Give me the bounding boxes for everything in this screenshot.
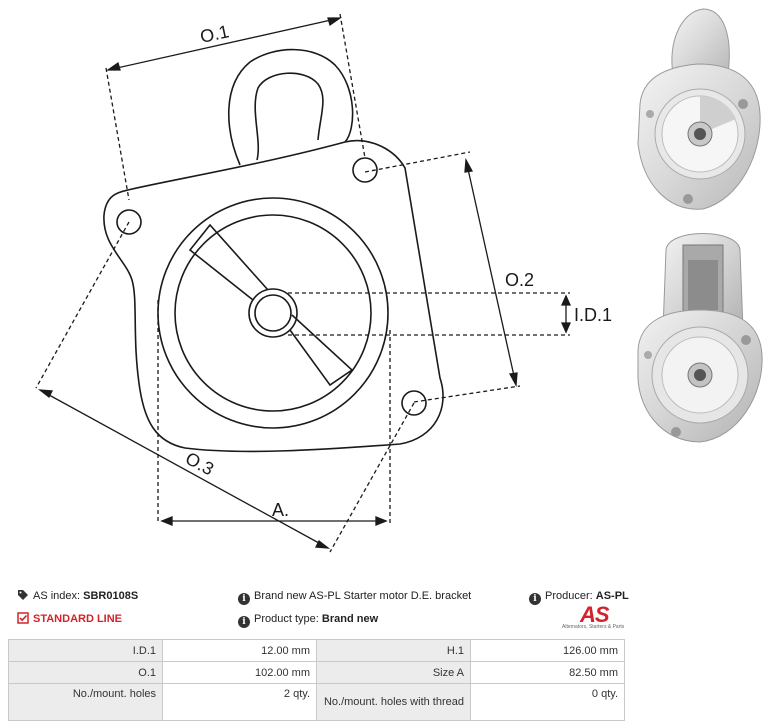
product-photo-front: [637, 8, 761, 210]
checkbox-checked-icon: [17, 612, 29, 624]
as-index-value: SBR0108S: [83, 590, 139, 602]
producer-label: Producer:: [545, 590, 593, 602]
info-icon: i: [529, 593, 541, 605]
o3-label: O.3: [182, 448, 217, 479]
info-icon: i: [238, 616, 250, 628]
param-value: 0 qty.: [470, 683, 625, 721]
param-label: No./mount. holes with thread: [316, 683, 471, 721]
as-index-label: AS index:: [33, 590, 81, 602]
info-icon: i: [238, 593, 250, 605]
o2-label: O.2: [505, 270, 534, 290]
mount-hole-top-right: [352, 157, 378, 183]
table-row: I.D.1 12.00 mm H.1 126.00 mm: [8, 639, 625, 662]
param-value: 126.00 mm: [470, 639, 625, 662]
producer-value: AS-PL: [595, 590, 629, 602]
param-label: No./mount. holes: [8, 683, 163, 721]
o1-dimension-line: [107, 17, 341, 71]
logo-tagline: Alternators, Starters & Parts: [562, 624, 625, 630]
producer: i Producer: AS-PL: [529, 589, 629, 605]
product-photo-back: [637, 233, 763, 443]
bracket-flange-outline: [103, 139, 444, 453]
param-label: H.1: [316, 639, 471, 662]
param-label: O.1: [8, 661, 163, 684]
logo-text: AS: [580, 602, 610, 627]
description-text: Brand new AS-PL Starter motor D.E. brack…: [254, 590, 472, 602]
param-label: I.D.1: [8, 639, 163, 662]
standard-line-badge: STANDARD LINE: [17, 612, 122, 626]
bracket-top-lug-inner: [254, 72, 324, 161]
as-index: AS index: SBR0108S: [17, 589, 138, 603]
inner-bore: [174, 214, 372, 412]
product-type-label: Product type:: [254, 613, 319, 625]
parameters-table: I.D.1 12.00 mm H.1 126.00 mm O.1 102.00 …: [8, 639, 625, 721]
center-bushing-inner: [254, 294, 292, 332]
mount-hole-left: [116, 209, 142, 235]
product-type-value: Brand new: [321, 613, 379, 625]
outer-bore: [157, 197, 389, 429]
bracket-technical-drawing: O.1 O.2 O.3 I.D.1 A.: [35, 13, 612, 553]
sector-cutout: [188, 223, 354, 387]
o3-dimension-line: [39, 389, 329, 549]
id1-label: I.D.1: [574, 305, 612, 325]
param-label: Size A: [316, 661, 471, 684]
a-label: A.: [272, 500, 289, 520]
product-description: i Brand new AS-PL Starter motor D.E. brac…: [238, 589, 471, 605]
bracket-top-lug: [227, 48, 354, 166]
product-type: i Product type: Brand new: [238, 612, 378, 628]
table-row: No./mount. holes 2 qty. No./mount. holes…: [8, 683, 625, 721]
as-pl-logo: AS Alternators, Starters & Parts: [562, 602, 625, 632]
o2-dimension-line: [465, 159, 517, 386]
param-value: 102.00 mm: [162, 661, 317, 684]
param-value: 2 qty.: [162, 683, 317, 721]
tags-icon: [17, 589, 29, 601]
mount-hole-bottom-right: [401, 390, 427, 416]
center-bushing-outer: [248, 288, 298, 338]
table-row: O.1 102.00 mm Size A 82.50 mm: [8, 661, 625, 684]
param-value: 82.50 mm: [470, 661, 625, 684]
standard-line-label: STANDARD LINE: [33, 613, 123, 625]
param-value: 12.00 mm: [162, 639, 317, 662]
